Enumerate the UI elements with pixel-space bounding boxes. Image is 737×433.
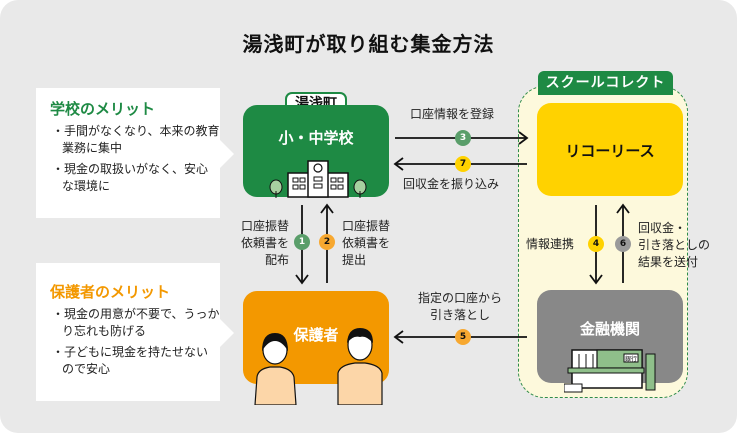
step-badge-7: 7 [455,156,471,172]
flow-label-3: 口座情報を登録 [410,107,495,121]
step-badge-5: 5 [455,329,471,345]
guardian-merit-item: ・現金の用意が不要で、うっかり忘れも防げる [52,307,220,338]
bank-label: 金融機関 [579,320,640,338]
speech-tail [220,140,234,168]
step-badge-1: 1 [294,234,310,250]
guardian-merit-heading: 保護者のメリット [50,283,171,301]
school-label: 小・中学校 [278,129,354,147]
step-badge-3: 3 [455,130,471,146]
step-badge-4: 4 [588,236,604,252]
ricoh-label: リコーリース [565,142,655,160]
parents-icon [254,328,383,405]
guardian-merit-box: 保護者のメリット ・現金の用意が不要で、うっかり忘れも防げる ・子どもに現金を持… [36,263,234,401]
flow-label-4: 情報連携 [526,237,575,251]
page-title: 湯浅町が取り組む集金方法 [242,32,495,56]
guardian-merit-item: ・子どもに現金を持たせないので安心 [52,345,209,376]
school-merit-box: 学校のメリット ・手間がなくなり、本来の教育業務に集中 ・現金の取扱いがなく、安… [36,88,234,218]
speech-tail [220,319,234,347]
schoolcollect-tag: スクールコレクト [538,71,673,95]
step-badge-2: 2 [319,234,335,250]
school-building-icon [269,160,367,198]
flow-label-5: 指定の口座から 引き落とし [417,291,502,322]
step-badge-6: 6 [615,236,631,252]
bank-building-icon: 銀行 [564,349,656,393]
bank-sign: 銀行 [625,355,637,363]
guardian-label: 保護者 [293,326,339,344]
flow-label-7: 回収金を振り込み [403,177,500,191]
flow-label-2: 口座振替 依頼書を 提出 [342,219,391,267]
flow-label-1: 口座振替 依頼書を 配布 [240,219,289,267]
ricoh-node: リコーリース [537,103,683,196]
school-merit-heading: 学校のメリット [50,100,156,118]
school-merit-item: ・現金の取扱いがなく、安心な環境に [52,162,209,193]
flow-label-6: 回収金・ 引き落としの 結果を送付 [638,221,711,269]
school-merit-item: ・手間がなくなり、本来の教育業務に集中 [52,124,220,155]
